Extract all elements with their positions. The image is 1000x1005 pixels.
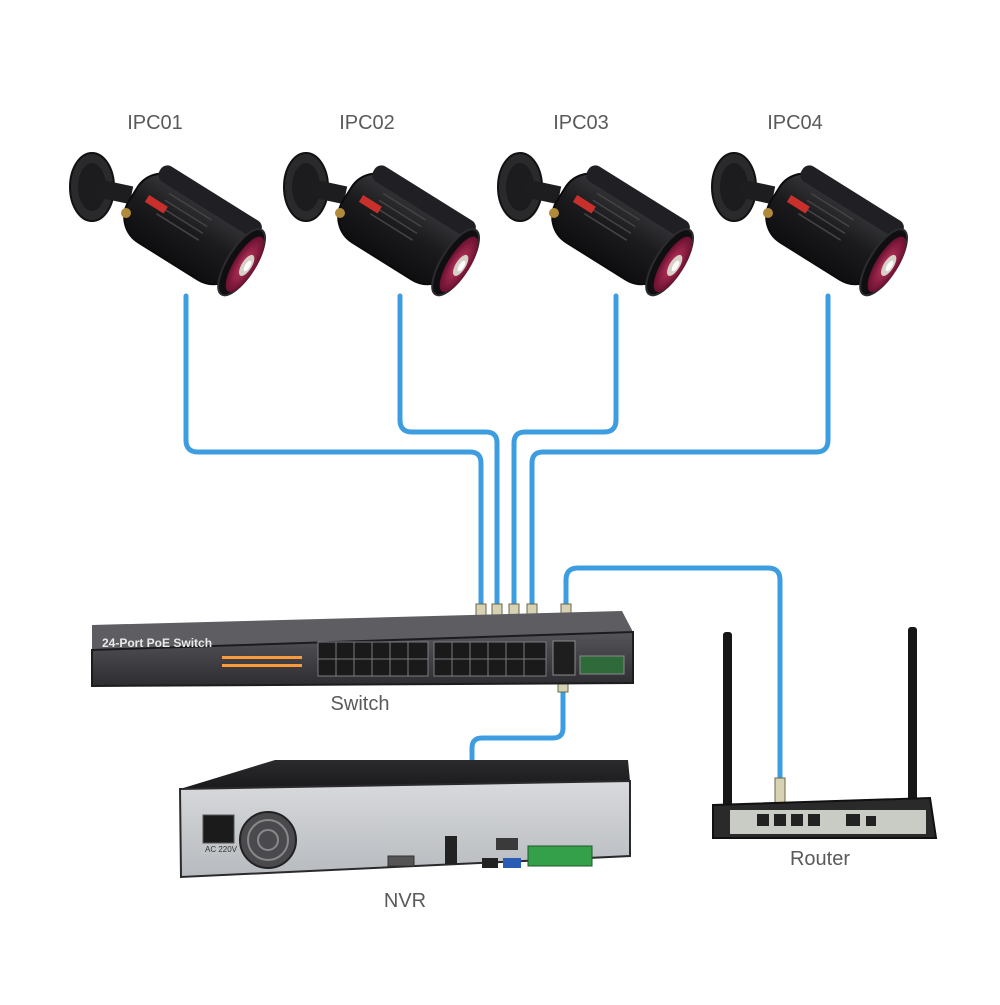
network-cables xyxy=(183,293,831,823)
label-ipc02: IPC02 xyxy=(339,112,395,134)
label-switch: Switch xyxy=(330,693,390,715)
label-router: Router xyxy=(789,848,851,870)
wifi-router-icon xyxy=(712,627,938,839)
cable-ipc04 xyxy=(529,293,831,611)
nvr-power-label: AC 220V xyxy=(205,845,238,854)
camera-ipc01 xyxy=(69,152,279,304)
cable-router xyxy=(563,565,783,783)
label-nvr: NVR xyxy=(383,890,427,912)
cable-ipc03 xyxy=(511,293,619,611)
cable-ipc02 xyxy=(397,293,500,611)
camera-ipc03 xyxy=(497,152,707,304)
camera-ipc04 xyxy=(711,152,921,304)
cable-nvr xyxy=(469,687,566,823)
label-ipc04: IPC04 xyxy=(767,112,823,134)
cable-ipc01 xyxy=(183,293,484,611)
camera-ipc02 xyxy=(283,152,493,304)
label-ipc03: IPC03 xyxy=(553,112,609,134)
poe-switch-icon: 24-Port PoE Switch xyxy=(91,611,634,688)
nvr-recorder-icon: AC 220V xyxy=(178,760,631,879)
switch-title: 24-Port PoE Switch xyxy=(102,636,212,650)
label-ipc01: IPC01 xyxy=(127,112,183,134)
